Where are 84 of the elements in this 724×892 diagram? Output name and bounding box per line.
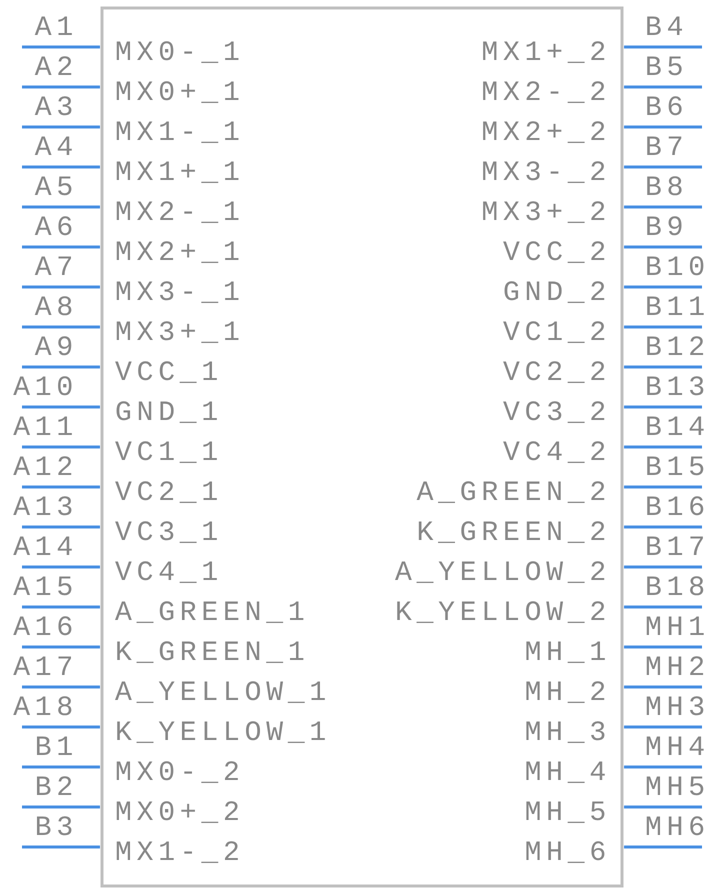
- pin-number: B11: [645, 294, 710, 324]
- pin-number: B1: [34, 734, 78, 764]
- pin-name: MX0+_2: [115, 799, 245, 829]
- pin-name: MH_2: [524, 679, 611, 709]
- pin-number: MH5: [645, 774, 710, 804]
- pin-name: MX2+_2: [481, 119, 611, 149]
- pin-name: GND_1: [115, 399, 224, 429]
- pin-name: MX0+_1: [115, 79, 245, 109]
- pin-number: B10: [645, 254, 710, 284]
- pin-number: A6: [34, 214, 78, 244]
- pin-number: A15: [13, 574, 78, 604]
- pin-name: VCC_2: [502, 239, 611, 269]
- pin-name: GND_2: [502, 279, 611, 309]
- pin-number: MH6: [645, 814, 710, 844]
- pin-number: A4: [34, 134, 78, 164]
- pin-name: VC3_2: [502, 399, 611, 429]
- pin-name: MX2+_1: [115, 239, 245, 269]
- pin-number: A3: [34, 94, 78, 124]
- pin-name: MX2-_2: [481, 79, 611, 109]
- pin-number: B8: [645, 174, 688, 204]
- pin-name: VC1_1: [115, 439, 224, 469]
- pin-name: VCC_1: [115, 359, 224, 389]
- pin-name: MX1-_1: [115, 119, 245, 149]
- pin-number: A7: [34, 254, 78, 284]
- pin-name: MH_1: [524, 639, 611, 669]
- pin-number: A2: [34, 54, 78, 84]
- pin-number: A13: [13, 494, 78, 524]
- pin-name: MX3+_1: [115, 319, 245, 349]
- pin-number: B13: [645, 374, 710, 404]
- pin-name: VC2_2: [502, 359, 611, 389]
- pin-name: MH_3: [524, 719, 611, 749]
- pin-number: B4: [645, 14, 688, 44]
- pin-number: A14: [13, 534, 78, 564]
- pin-name: MX3-_2: [481, 159, 611, 189]
- pin-name: A_YELLOW_2: [394, 559, 611, 589]
- pin-name: VC4_1: [115, 559, 224, 589]
- pin-name: K_GREEN_1: [115, 639, 310, 669]
- pin-number: B5: [645, 54, 688, 84]
- pin-name: VC1_2: [502, 319, 611, 349]
- pin-name: MH_5: [524, 799, 611, 829]
- pin-number: B3: [34, 814, 78, 844]
- pin-number: MH3: [645, 694, 710, 724]
- pin-number: B6: [645, 94, 688, 124]
- pin-name: VC3_1: [115, 519, 224, 549]
- pin-number: MH4: [645, 734, 710, 764]
- pin-number: A11: [13, 414, 78, 444]
- pin-name: MX2-_1: [115, 199, 245, 229]
- pin-number: A18: [13, 694, 78, 724]
- pin-number: A5: [34, 174, 78, 204]
- pin-name: MX1+_1: [115, 159, 245, 189]
- pin-number: A9: [34, 334, 78, 364]
- pin-number: B2: [34, 774, 78, 804]
- pin-name: K_GREEN_2: [416, 519, 611, 549]
- pin-number: B7: [645, 134, 688, 164]
- pin-name: A_YELLOW_1: [115, 679, 332, 709]
- pin-name: MX0-_1: [115, 39, 245, 69]
- pin-name: K_YELLOW_1: [115, 719, 332, 749]
- pin-name: MX1+_2: [481, 39, 611, 69]
- pin-number: A16: [13, 614, 78, 644]
- pin-number: B18: [645, 574, 710, 604]
- pin-name: MH_4: [524, 759, 611, 789]
- pin-number: A1: [34, 14, 78, 44]
- pin-number: A17: [13, 654, 78, 684]
- pin-name: MX3-_1: [115, 279, 245, 309]
- pin-name: MX0-_2: [115, 759, 245, 789]
- pin-number: B14: [645, 414, 710, 444]
- pin-number: B9: [645, 214, 688, 244]
- pin-number: A10: [13, 374, 78, 404]
- pin-name: VC2_1: [115, 479, 224, 509]
- pin-number: B17: [645, 534, 710, 564]
- pin-number: MH2: [645, 654, 710, 684]
- pin-number: A8: [34, 294, 78, 324]
- pin-number: B12: [645, 334, 710, 364]
- pin-name: MX3+_2: [481, 199, 611, 229]
- pin-number: A12: [13, 454, 78, 484]
- pin-name: MH_6: [524, 839, 611, 869]
- pin-number: MH1: [645, 614, 710, 644]
- pin-number: B15: [645, 454, 710, 484]
- pin-name: A_GREEN_2: [416, 479, 611, 509]
- pin-name: VC4_2: [502, 439, 611, 469]
- pin-name: MX1-_2: [115, 839, 245, 869]
- pin-name: K_YELLOW_2: [394, 599, 611, 629]
- pin-name: A_GREEN_1: [115, 599, 310, 629]
- pin-number: B16: [645, 494, 710, 524]
